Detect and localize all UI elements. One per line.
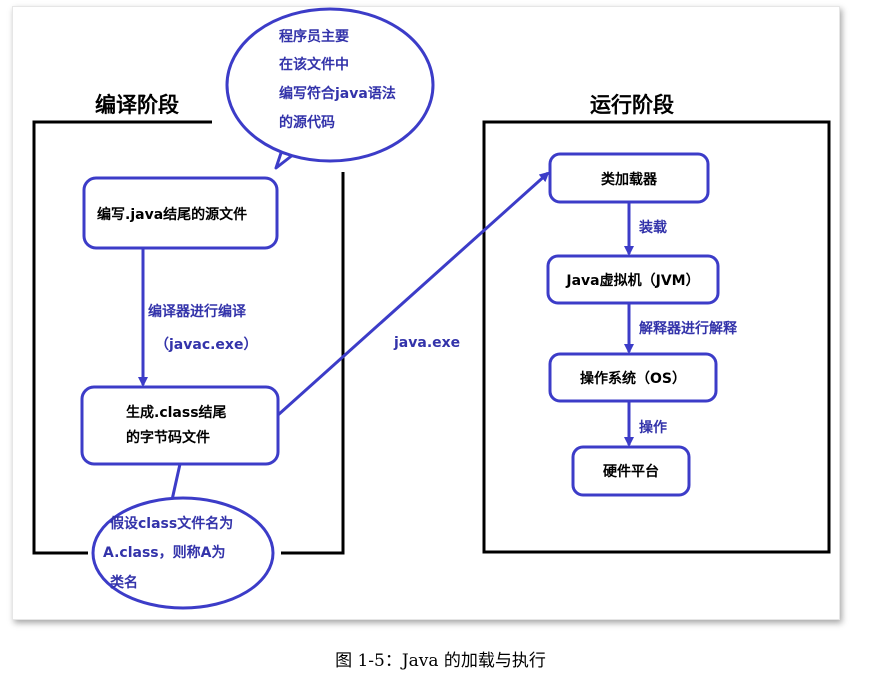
bubble-line: 的源代码 xyxy=(279,114,335,131)
load-label: 装载 xyxy=(638,219,667,236)
source-file-label: 编写.java结尾的源文件 xyxy=(97,206,247,223)
class-name-connector xyxy=(170,463,182,501)
hardware-label: 硬件平台 xyxy=(603,463,659,480)
os-box xyxy=(548,352,718,403)
operate-label: 操作 xyxy=(639,419,667,436)
bytecode-file-box xyxy=(80,385,280,466)
compile-label: 编译器进行编译 xyxy=(148,303,247,320)
class-name-bubble: 假设class文件名为 A.class，则称A为 类名 xyxy=(91,496,275,610)
bubble-line: 在该文件中 xyxy=(279,56,349,73)
bytecode-file-label: 的字节码文件 xyxy=(126,429,210,446)
jvm-box xyxy=(546,254,720,305)
compile-stage-frame xyxy=(32,120,345,555)
bubble-line: A.class，则称A为 xyxy=(103,544,225,561)
run-stage-frame xyxy=(482,120,831,554)
source-code-bubble: 程序员主要 在该文件中 编写符合java语法 的源代码 xyxy=(225,7,435,170)
bubble-line: 编写符合java语法 xyxy=(279,85,396,102)
os-label: 操作系统（OS） xyxy=(580,370,686,387)
bytecode-file-label: 生成.class结尾 xyxy=(126,404,227,421)
java-exe-label: java.exe xyxy=(393,335,460,351)
java-exe-arrow xyxy=(276,171,550,417)
compile-tool-label: （javac.exe） xyxy=(155,337,257,353)
run-stage-title: 运行阶段 xyxy=(590,93,674,117)
class-loader-label: 类加载器 xyxy=(601,171,658,188)
figure-caption: 图 1-5：Java 的加载与执行 xyxy=(335,651,546,671)
source-file-box xyxy=(82,176,279,250)
bubble-line: 程序员主要 xyxy=(279,28,349,45)
bubble-line: 类名 xyxy=(110,574,138,591)
hardware-box xyxy=(571,445,691,497)
compile-stage-title: 编译阶段 xyxy=(95,93,179,117)
interpret-label: 解释器进行解释 xyxy=(639,320,738,337)
bubble-line: 假设class文件名为 xyxy=(110,515,233,532)
jvm-label: Java虚拟机（JVM） xyxy=(565,272,699,289)
